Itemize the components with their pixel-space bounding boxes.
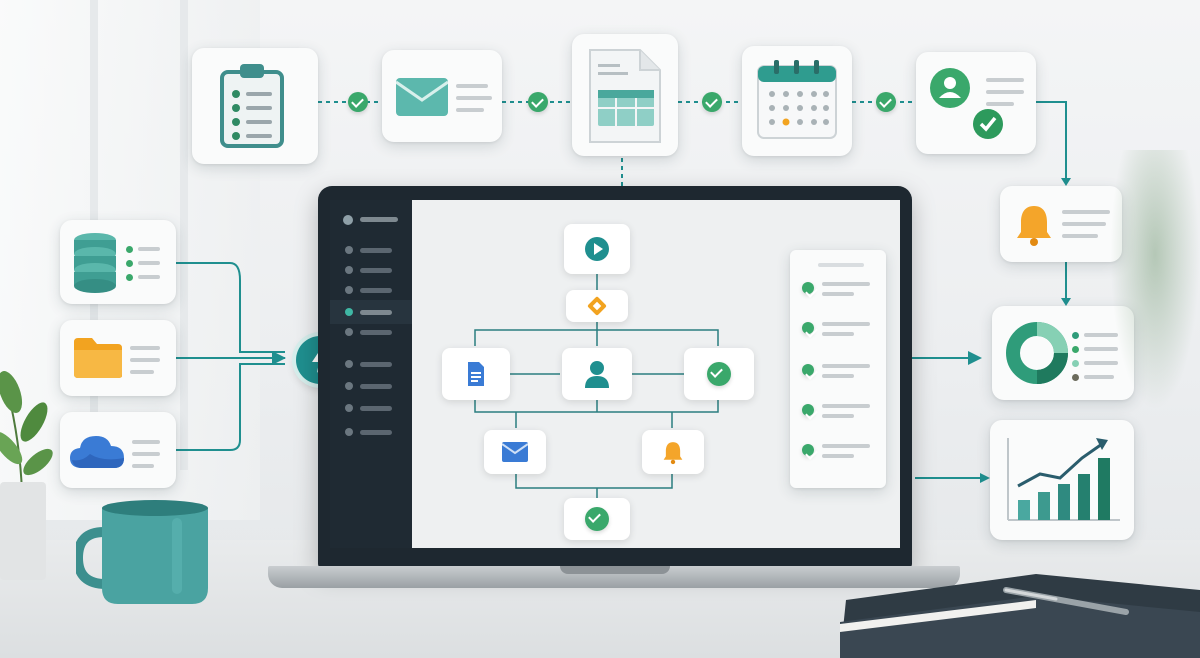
growth-chart-card[interactable] <box>990 420 1134 540</box>
growth-chart-icon <box>1007 438 1120 521</box>
diamond-icon <box>587 296 607 316</box>
workflow-decision-node[interactable] <box>566 290 628 322</box>
sidebar-item[interactable] <box>360 406 392 411</box>
check-icon <box>707 362 731 386</box>
user-approval-card[interactable] <box>916 52 1036 154</box>
workflow-email-node[interactable] <box>484 430 546 474</box>
check-icon <box>348 92 368 112</box>
sidebar-item[interactable] <box>360 430 392 435</box>
envelope-icon <box>502 442 528 462</box>
folder-icon <box>74 338 122 378</box>
sidebar-item[interactable] <box>360 384 392 389</box>
task-check-icon[interactable] <box>802 404 814 416</box>
cloud-icon <box>70 436 124 468</box>
check-icon <box>585 507 609 531</box>
sidebar-icon[interactable] <box>345 246 353 254</box>
sidebar-icon[interactable] <box>345 382 353 390</box>
workflow-document-node[interactable] <box>442 348 510 400</box>
task-check-icon[interactable] <box>802 364 814 376</box>
app-logo-icon <box>343 215 353 225</box>
envelope-icon <box>396 78 448 116</box>
laptop-notch <box>560 566 670 574</box>
workflow-approve-node[interactable] <box>684 348 754 400</box>
sidebar-item-active[interactable] <box>360 310 392 315</box>
sidebar-icon[interactable] <box>345 308 353 316</box>
background-plant <box>1110 150 1200 410</box>
sidebar-item[interactable] <box>360 288 392 293</box>
clipboard-icon <box>220 64 284 148</box>
notebook-icon <box>840 574 1200 658</box>
donut-chart-icon <box>1006 322 1068 384</box>
workflow-notify-node[interactable] <box>642 430 704 474</box>
sidebar-icon[interactable] <box>345 360 353 368</box>
cloud-card[interactable] <box>60 412 176 488</box>
mug-icon <box>76 500 208 604</box>
bell-icon <box>663 442 683 465</box>
sidebar-icon[interactable] <box>345 266 353 274</box>
task-item <box>822 374 854 378</box>
clipboard-card[interactable] <box>192 48 318 164</box>
notification-card[interactable] <box>1000 186 1122 262</box>
sidebar-item[interactable] <box>360 362 392 367</box>
folder-card[interactable] <box>60 320 176 396</box>
database-icon <box>74 233 116 293</box>
bell-icon <box>1017 206 1051 246</box>
task-item <box>822 454 854 458</box>
document-card[interactable] <box>572 34 678 156</box>
workflow-complete-node[interactable] <box>564 498 630 540</box>
task-item <box>822 292 854 296</box>
check-icon <box>528 92 548 112</box>
donut-chart-card[interactable] <box>992 306 1134 400</box>
document-icon <box>468 362 484 386</box>
task-check-icon[interactable] <box>802 282 814 294</box>
database-card[interactable] <box>60 220 176 304</box>
sidebar-item[interactable] <box>360 248 392 253</box>
check-icon <box>876 92 896 112</box>
window-frame <box>180 0 188 470</box>
sidebar-icon[interactable] <box>345 328 353 336</box>
task-item <box>822 404 870 408</box>
email-card[interactable] <box>382 50 502 142</box>
task-item <box>822 332 854 336</box>
sidebar-icon[interactable] <box>345 404 353 412</box>
document-icon <box>589 49 661 143</box>
task-check-icon[interactable] <box>802 444 814 456</box>
sidebar-title <box>360 217 398 222</box>
user-icon <box>585 361 609 388</box>
play-icon <box>585 237 609 261</box>
task-item <box>822 282 870 286</box>
app-sidebar <box>330 200 412 548</box>
task-check-icon[interactable] <box>802 322 814 334</box>
sidebar-item[interactable] <box>360 330 392 335</box>
calendar-icon <box>757 60 837 139</box>
task-item <box>822 414 854 418</box>
plant-icon <box>0 371 53 580</box>
workflow-start-node[interactable] <box>564 224 630 274</box>
task-item <box>822 444 870 448</box>
laptop-base <box>268 566 960 588</box>
workflow-assign-node[interactable] <box>562 348 632 400</box>
sidebar-item[interactable] <box>360 268 392 273</box>
user-check-icon <box>930 68 1003 139</box>
task-item <box>822 364 870 368</box>
check-icon <box>702 92 722 112</box>
sidebar-icon[interactable] <box>345 428 353 436</box>
sidebar-icon[interactable] <box>345 286 353 294</box>
calendar-card[interactable] <box>742 46 852 156</box>
task-list-header <box>818 263 864 267</box>
task-item <box>822 322 870 326</box>
